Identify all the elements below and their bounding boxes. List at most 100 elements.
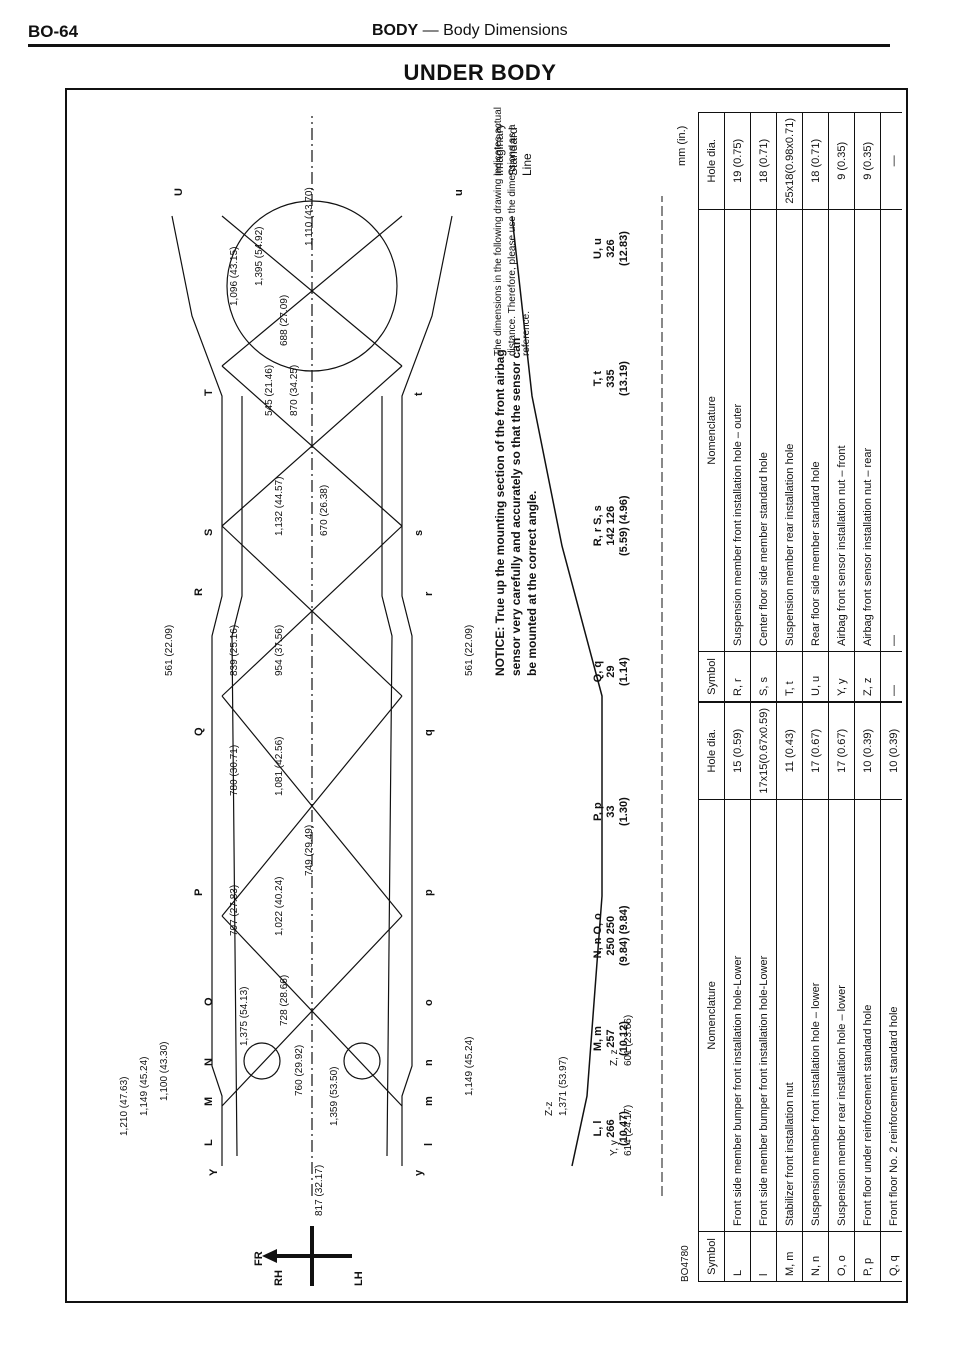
side-dim-601: 601 (23.66) bbox=[623, 1015, 634, 1066]
col-symbol: Symbol bbox=[698, 1231, 725, 1282]
underbody-side-diagram: Z-z 1,371 (53.97) Z, z 601 (23.66) Y, y … bbox=[511, 196, 663, 1196]
dim-1022: 1,022 (40.24) bbox=[274, 877, 285, 937]
symbol-cell: Y, y bbox=[828, 651, 855, 702]
dim-1375: 1,375 (54.13) bbox=[239, 987, 250, 1047]
point-P: P bbox=[193, 889, 205, 896]
nomenclature-cell: Front floor No. 2 reinforcement standard… bbox=[880, 799, 902, 1232]
height-label: N, n O, o bbox=[592, 913, 604, 959]
compass-rh: RH bbox=[273, 1270, 285, 1286]
symbol-cell: Q, q bbox=[880, 1231, 902, 1282]
symbol-cell: P, p bbox=[854, 1231, 881, 1282]
side-dim-1371: 1,371 (53.97) bbox=[558, 1057, 569, 1117]
hole-dia-cell: — bbox=[880, 112, 902, 210]
hole-dia-cell: 17x15(0.67x0.59) bbox=[750, 702, 777, 800]
table-row: ——— bbox=[880, 112, 902, 702]
point-m: m bbox=[423, 1096, 435, 1106]
point-R: R bbox=[193, 588, 205, 596]
point-Q: Q bbox=[193, 727, 205, 736]
hole-dia-cell: 19 (0.75) bbox=[724, 112, 751, 210]
symbol-cell: U, u bbox=[802, 651, 829, 702]
dim-817: 817 (32.17) bbox=[314, 1165, 325, 1216]
dim-688: 688 (27.09) bbox=[279, 295, 290, 346]
nomenclature-cell: Front floor under reinforcement standard… bbox=[854, 799, 881, 1232]
compass-lh: LH bbox=[353, 1271, 365, 1286]
col-nomenclature: Nomenclature bbox=[698, 209, 725, 652]
height-v: 326 bbox=[605, 239, 617, 258]
symbol-cell: Z, z bbox=[854, 651, 881, 702]
nomenclature-cell: Suspension member rear installation hole bbox=[776, 209, 803, 652]
dim-728: 728 (28.66) bbox=[279, 975, 290, 1026]
frame-rail-inner-upper bbox=[231, 396, 243, 1157]
height-label: L, l bbox=[592, 1120, 604, 1137]
nomenclature-cell: Suspension member rear installation hole… bbox=[828, 799, 855, 1232]
symbol-cell: O, o bbox=[828, 1231, 855, 1282]
dim-954: 954 (37.56) bbox=[274, 625, 285, 676]
dim-1395: 1,395 (54.92) bbox=[254, 227, 265, 287]
height-i: (5.59) (4.96) bbox=[618, 495, 630, 556]
point-s: s bbox=[413, 530, 425, 536]
symbol-cell: L bbox=[724, 1231, 751, 1282]
symbol-cell: R, r bbox=[724, 651, 751, 702]
height-i: (9.84) (9.84) bbox=[618, 905, 630, 966]
nomenclature-cell: — bbox=[880, 209, 902, 652]
height-label: Q, q bbox=[592, 660, 604, 683]
hole-dia-cell: 17 (0.67) bbox=[802, 702, 829, 800]
symbol-cell: T, t bbox=[776, 651, 803, 702]
units-label: mm (in.) bbox=[676, 125, 688, 166]
nomenclature-cell: Suspension member front installation hol… bbox=[802, 799, 829, 1232]
symbol-cell: — bbox=[880, 651, 902, 702]
height-i: (10.12) bbox=[618, 1021, 630, 1056]
dim-707: 707 (27.83) bbox=[229, 885, 240, 936]
point-L: L bbox=[203, 1139, 215, 1146]
hole-dia-cell: 9 (0.35) bbox=[854, 112, 881, 210]
dim-1149-bottom: 1,149 (45.24) bbox=[464, 1037, 475, 1097]
dim-1096: 1,096 (43.15) bbox=[229, 247, 240, 307]
col-hole-dia: Hole dia. bbox=[698, 112, 725, 210]
figure-content: 1,210 (47.63) 1,149 (45.24) 1,100 (43.30… bbox=[72, 96, 902, 1296]
col-symbol: Symbol bbox=[698, 651, 725, 702]
nomenclature-cell: Front side member bumper front installat… bbox=[724, 799, 751, 1232]
height-i: (13.19) bbox=[618, 361, 630, 396]
nomenclature-cell: Airbag front sensor installation nut – r… bbox=[854, 209, 881, 652]
hole-dia-cell: 10 (0.39) bbox=[880, 702, 902, 800]
point-O: O bbox=[203, 997, 215, 1006]
height-label: P, p bbox=[592, 802, 604, 822]
height-label: T, t bbox=[592, 370, 604, 387]
page-title: UNDER BODY bbox=[403, 60, 557, 85]
point-y: y bbox=[413, 1169, 425, 1176]
dim-561-top: 561 (22.09) bbox=[164, 625, 175, 676]
point-l: l bbox=[423, 1143, 435, 1146]
point-u: u bbox=[453, 189, 465, 196]
nomenclature-cell: Rear floor side member standard hole bbox=[802, 209, 829, 652]
compass-fr: FR bbox=[253, 1251, 265, 1266]
height-v: 257 bbox=[605, 1029, 617, 1048]
height-v: 266 bbox=[605, 1119, 617, 1138]
frame-rail-upper bbox=[171, 215, 223, 1166]
notice-text: NOTICE: True up the mounting section of … bbox=[493, 337, 539, 676]
dim-780: 780 (30.71) bbox=[229, 745, 240, 796]
point-n: n bbox=[423, 1059, 435, 1066]
nomenclature-cell: Suspension member front installation hol… bbox=[724, 209, 751, 652]
figure-frame bbox=[65, 88, 908, 1303]
hole-dia-cell: 10 (0.39) bbox=[854, 702, 881, 800]
nomenclature-cell: Center floor side member standard hole bbox=[750, 209, 777, 652]
dim-1149: 1,149 (45.24) bbox=[139, 1057, 150, 1117]
nomenclature-cell: Stabilizer front installation nut bbox=[776, 799, 803, 1232]
figure-code: BO4780 bbox=[680, 1245, 691, 1282]
side-dim-z: Z, z bbox=[609, 1049, 620, 1066]
dim-1100: 1,100 (43.30) bbox=[159, 1042, 170, 1102]
hole-dia-cell: 15 (0.59) bbox=[724, 702, 751, 800]
dim-1081: 1,081 (42.56) bbox=[274, 737, 285, 797]
point-U: U bbox=[173, 188, 185, 196]
